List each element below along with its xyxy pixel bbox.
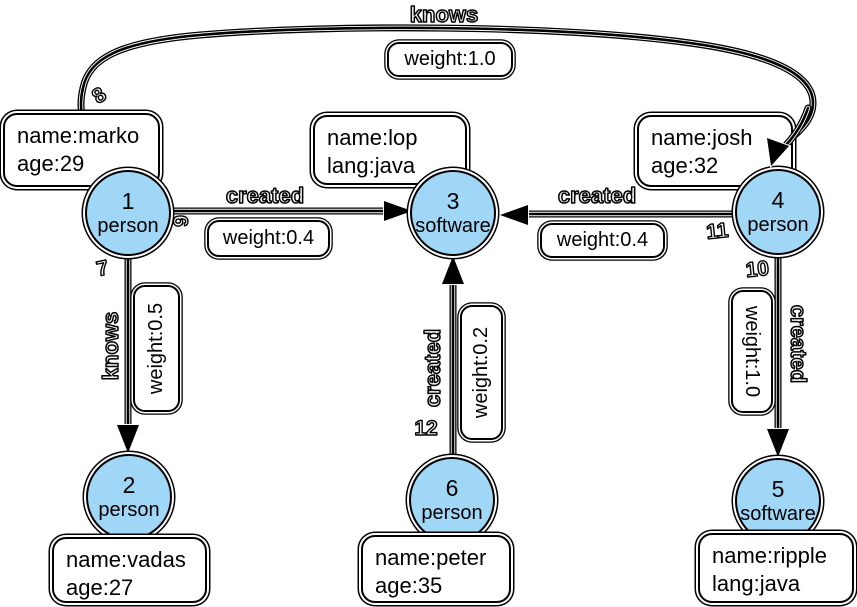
edge-created-6-3 — [440, 253, 466, 463]
vertex-id: 1 — [121, 188, 135, 215]
property-box-vadas: name:vadas age:27 — [52, 537, 207, 603]
edge-label-knows-vert: knows — [98, 312, 123, 380]
vertex-6-peter: 6 person — [409, 457, 495, 543]
vertex-label: software — [415, 214, 491, 237]
weight-box-created-right: weight:0.4 — [540, 223, 665, 258]
edge-id-12: 12 — [414, 417, 437, 440]
vertex-label: person — [98, 498, 160, 521]
vertex-id: 6 — [445, 475, 459, 502]
vertex-4-josh: 4 person — [735, 169, 821, 255]
edge-created-4-5 — [765, 249, 791, 460]
vertex-1-marko: 1 person — [85, 170, 171, 256]
property-line: name:vadas — [66, 547, 186, 572]
edge-id-9: 9 — [170, 215, 193, 227]
property-line: name:marko — [17, 123, 140, 148]
weight-box-created-down: weight:1.0 — [731, 290, 773, 413]
vertex-5-ripple: 5 software — [735, 458, 821, 544]
weight-box-created-left: weight:0.4 — [207, 220, 330, 257]
property-line: age:35 — [375, 573, 443, 598]
weight-box-knows-vert: weight:0.5 — [133, 285, 180, 412]
arrowhead — [440, 253, 466, 285]
property-line: age:27 — [66, 575, 134, 600]
edge-knows-1-4 — [77, 24, 817, 182]
edge-created-4-3 — [497, 203, 740, 227]
vertex-label: person — [97, 214, 159, 237]
edge-created-1-3 — [166, 199, 415, 223]
vertex-id: 2 — [122, 472, 136, 499]
vertex-id: 5 — [771, 476, 785, 503]
vertex-id: 4 — [771, 187, 785, 214]
property-box-josh: name:josh age:32 — [637, 115, 793, 187]
vertex-2-vadas: 2 person — [86, 454, 172, 540]
edge-id-11: 11 — [705, 219, 730, 244]
property-line: name:lop — [327, 125, 418, 150]
vertex-label: person — [747, 213, 809, 236]
weight-box-knows-top: weight:1.0 — [387, 42, 513, 77]
property-line: lang:java — [712, 571, 801, 596]
arrowhead — [765, 136, 791, 169]
property-line: lang:java — [327, 153, 416, 178]
weight-text: weight:1.0 — [404, 48, 496, 70]
edge-label-created-middle: created — [420, 329, 445, 407]
weight-text: weight:0.4 — [556, 229, 649, 251]
arrowhead — [383, 199, 415, 223]
property-line: name:ripple — [712, 543, 827, 568]
property-line: age:32 — [651, 153, 719, 178]
edge-knows-1-2 — [115, 249, 141, 456]
vertex-3-lop: 3 software — [410, 170, 496, 256]
property-line: age:29 — [17, 151, 85, 176]
arrowhead — [115, 424, 141, 456]
property-line: name:peter — [375, 545, 487, 570]
property-box-ripple: name:ripple lang:java — [698, 533, 854, 603]
vertex-label: software — [740, 502, 816, 525]
edge-id-10: 10 — [745, 257, 771, 282]
weight-text: weight:0.4 — [222, 227, 315, 249]
property-box-peter: name:peter age:35 — [361, 535, 511, 603]
weight-box-created-middle: weight:0.2 — [460, 305, 503, 440]
arrowhead — [765, 428, 791, 460]
edge-label-created-left: created — [226, 183, 304, 208]
vertex-id: 3 — [446, 188, 460, 215]
edge-label-created-down: created — [786, 305, 811, 383]
edge-label-created-right: created — [558, 183, 636, 208]
property-line: name:josh — [651, 125, 753, 150]
vertex-label: person — [421, 501, 483, 524]
arrowhead — [497, 203, 529, 227]
edge-knows-1-4-tail — [765, 104, 812, 169]
edge-label-knows-top: knows — [410, 2, 478, 27]
edge-id-7: 7 — [95, 256, 111, 281]
